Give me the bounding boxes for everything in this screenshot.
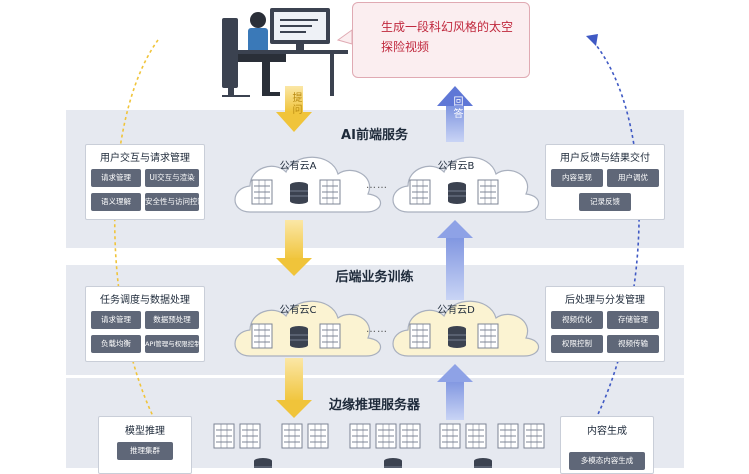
panel-post-processing: 后处理与分发管理 视频优化 存储管理 权限控制 视频传输 (545, 286, 665, 362)
backend-layer-title: 后端业务训练 (335, 270, 414, 285)
ellipsis-middle: …… (366, 324, 388, 335)
up-arrow-1 (446, 236, 464, 300)
ask-arrow-shaft (285, 86, 303, 112)
panel-content-generation: 内容生成 多模态内容生成 (560, 416, 654, 474)
left-flow-arrow (114, 39, 161, 431)
cloud-c-label: 公有云C (279, 305, 317, 316)
chip-data-preprocessing: 数据预处理 (145, 311, 199, 329)
panel-title: 内容生成 (587, 426, 627, 437)
up-arrow-2-head (437, 364, 473, 382)
panel-task-scheduling: 任务调度与数据处理 请求管理 数据预处理 负载均衡 API管理与权限控制 (85, 286, 205, 362)
speech-tail (336, 29, 353, 45)
chip-api-permission: API管理与权限控制 (145, 335, 199, 353)
user-at-computer-icon (222, 8, 348, 97)
chip-ui-rendering: UI交互与渲染 (145, 169, 199, 187)
chip-content-presentation: 内容呈现 (551, 169, 603, 187)
cloud-a-label: 公有云A (279, 161, 317, 172)
panel-title: 后处理与分发管理 (565, 295, 645, 306)
down-arrow-2 (285, 358, 303, 402)
panel-title: 模型推理 (125, 426, 165, 437)
ask-label: 提问 (290, 92, 301, 116)
chip-inference-cluster: 推理集群 (117, 442, 173, 460)
panel-user-interaction: 用户交互与请求管理 请求管理 UI交互与渲染 语义理解 安全性与访问控制 (85, 144, 205, 220)
chip-request-management: 请求管理 (91, 169, 141, 187)
right-flow-arrowhead (586, 34, 598, 46)
edge-server-racks (213, 423, 545, 468)
chip-video-transmission: 视频传输 (607, 335, 659, 353)
chip-storage-management: 存储管理 (607, 311, 659, 329)
chip-multimodal-generation: 多模态内容生成 (569, 452, 645, 470)
chip-record-feedback: 记录反馈 (579, 193, 631, 211)
panel-title: 用户反馈与结果交付 (560, 153, 650, 164)
down-arrow-1-head (276, 258, 312, 276)
frontend-layer-title: AI前端服务 (341, 128, 408, 143)
ask-arrow-head (276, 112, 312, 132)
prompt-bubble: 生成一段科幻风格的太空探险视频 (352, 2, 530, 78)
up-arrow-1-head (437, 220, 473, 238)
prompt-text: 生成一段科幻风格的太空探险视频 (381, 20, 514, 54)
cloud-b-label: 公有云B (437, 161, 475, 172)
ellipsis-top: …… (366, 180, 388, 191)
cloud-d-label: 公有云D (437, 305, 475, 316)
down-arrow-2-head (276, 400, 312, 418)
chip-permission-control: 权限控制 (551, 335, 603, 353)
down-arrow-1 (285, 220, 303, 260)
chip-security-access: 安全性与访问控制 (145, 193, 199, 211)
chip-user-tuning: 用户调优 (607, 169, 659, 187)
up-arrow-2 (446, 380, 464, 420)
right-flow-arrow (589, 39, 640, 431)
chip-semantic-understanding: 语义理解 (91, 193, 141, 211)
chip-load-balancing: 负载均衡 (91, 335, 141, 353)
panel-title: 用户交互与请求管理 (100, 153, 190, 164)
panel-feedback-delivery: 用户反馈与结果交付 内容呈现 用户调优 记录反馈 (545, 144, 665, 220)
answer-arrow-shaft (446, 106, 464, 142)
answer-label: 回答 (451, 96, 462, 120)
answer-arrow-head (437, 86, 473, 106)
panel-model-inference: 模型推理 推理集群 (98, 416, 192, 474)
edge-layer-title: 边缘推理服务器 (328, 398, 420, 413)
chip-video-optimization: 视频优化 (551, 311, 603, 329)
chip-request-management: 请求管理 (91, 311, 141, 329)
panel-title: 任务调度与数据处理 (100, 295, 190, 306)
